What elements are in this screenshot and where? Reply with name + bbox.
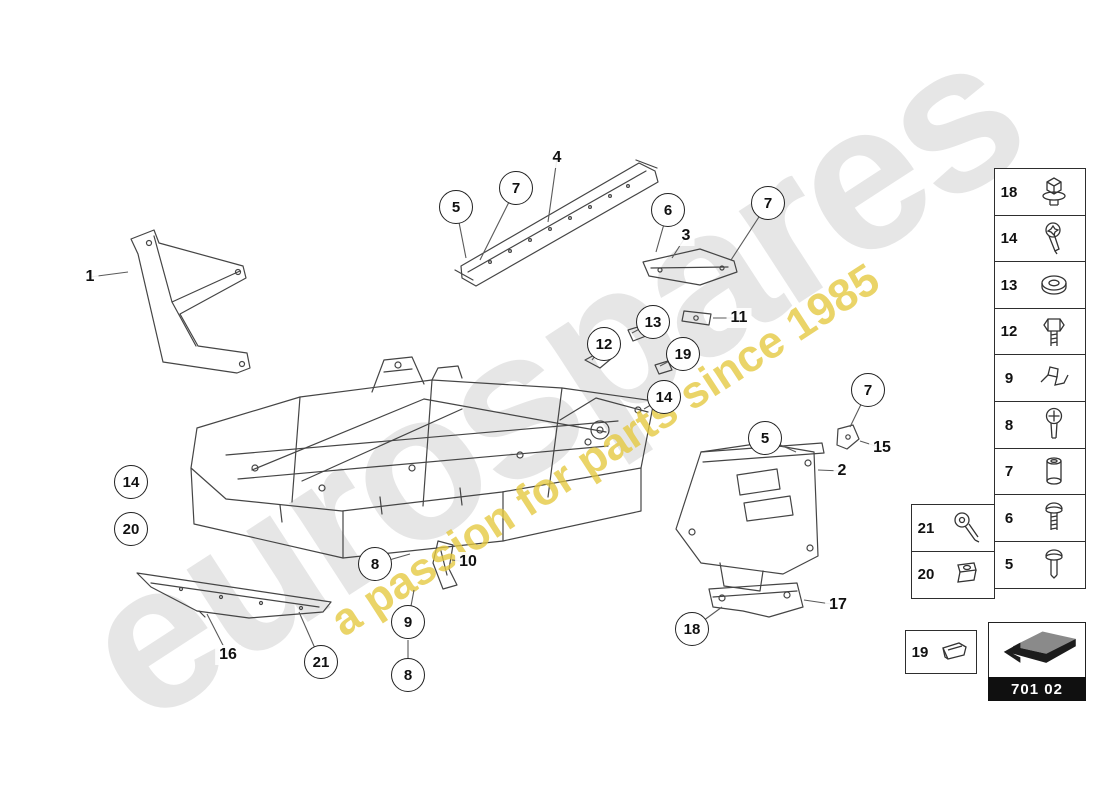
spring-clip-icon	[934, 634, 976, 670]
callout-5[interactable]: 5	[439, 190, 473, 224]
callout-10: 10	[455, 552, 481, 572]
legend-number: 6	[1004, 509, 1014, 527]
pan-screw-icon	[1023, 405, 1085, 445]
code-plate: 701 02	[988, 622, 1086, 701]
callout-20[interactable]: 20	[114, 512, 148, 546]
legend-number: 19	[911, 643, 929, 661]
callout-17: 17	[825, 595, 851, 615]
hex-bolt-icon	[1023, 312, 1085, 352]
rivet-icon	[940, 508, 994, 548]
callout-14[interactable]: 14	[114, 465, 148, 499]
callout-18[interactable]: 18	[675, 612, 709, 646]
callout-7[interactable]: 7	[851, 373, 885, 407]
callout-2: 2	[833, 461, 851, 481]
torx-screw-icon	[1023, 219, 1085, 259]
direction-arrow-box	[988, 622, 1086, 678]
legend-item-5[interactable]: 5	[994, 540, 1086, 589]
legend-number: 14	[1000, 230, 1018, 248]
pan-screw-slot-icon	[1023, 545, 1085, 585]
callout-9[interactable]: 9	[391, 605, 425, 639]
legend-item-6[interactable]: 6	[994, 494, 1086, 543]
callout-1: 1	[81, 267, 99, 287]
callout-16: 16	[215, 645, 241, 665]
callout-19[interactable]: 19	[666, 337, 700, 371]
legend-number: 8	[1004, 416, 1014, 434]
u-clip-icon	[940, 555, 994, 595]
legend-number: 20	[917, 566, 935, 584]
callout-8[interactable]: 8	[391, 658, 425, 692]
callout-14[interactable]: 14	[647, 380, 681, 414]
legend-item-18[interactable]: 18	[994, 168, 1086, 216]
legend-item-19[interactable]: 19	[905, 630, 977, 674]
callout-11: 11	[726, 308, 752, 328]
legend-number: 12	[1000, 323, 1018, 341]
spacer-sleeve-icon	[1023, 452, 1085, 492]
part-group-code: 701 02	[988, 677, 1086, 701]
legend-item-9[interactable]: 9	[994, 354, 1086, 403]
legend-number: 18	[1000, 183, 1018, 201]
callout-15: 15	[869, 438, 895, 458]
callout-6[interactable]: 6	[651, 193, 685, 227]
clip-bracket-icon	[1023, 358, 1085, 398]
legend-number: 7	[1004, 463, 1014, 481]
callout-21[interactable]: 21	[304, 645, 338, 679]
callout-3: 3	[677, 226, 695, 246]
legend-item-14[interactable]: 14	[994, 214, 1086, 263]
legend-item-13[interactable]: 13	[994, 261, 1086, 310]
pan-screw-side-icon	[1023, 498, 1085, 538]
direction-arrow-icon	[1003, 631, 1076, 663]
callout-5[interactable]: 5	[748, 421, 782, 455]
parts-legend-side: 21 20	[911, 504, 995, 599]
callout-4: 4	[548, 148, 566, 168]
washer-icon	[1023, 265, 1085, 305]
parts-legend-column: 18 14 13	[994, 168, 1086, 589]
callout-7[interactable]: 7	[751, 186, 785, 220]
legend-item-12[interactable]: 12	[994, 307, 1086, 356]
legend-number: 13	[1000, 276, 1018, 294]
legend-item-21[interactable]: 21	[911, 504, 995, 552]
legend-item-8[interactable]: 8	[994, 401, 1086, 450]
callout-7[interactable]: 7	[499, 171, 533, 205]
callout-8[interactable]: 8	[358, 547, 392, 581]
legend-number: 9	[1004, 369, 1014, 387]
callout-13[interactable]: 13	[636, 305, 670, 339]
flange-bolt-icon	[1023, 172, 1085, 212]
legend-item-7[interactable]: 7	[994, 447, 1086, 496]
legend-number: 21	[917, 519, 935, 537]
legend-number: 5	[1004, 556, 1014, 574]
callout-12[interactable]: 12	[587, 327, 621, 361]
legend-item-20[interactable]: 20	[911, 550, 995, 599]
